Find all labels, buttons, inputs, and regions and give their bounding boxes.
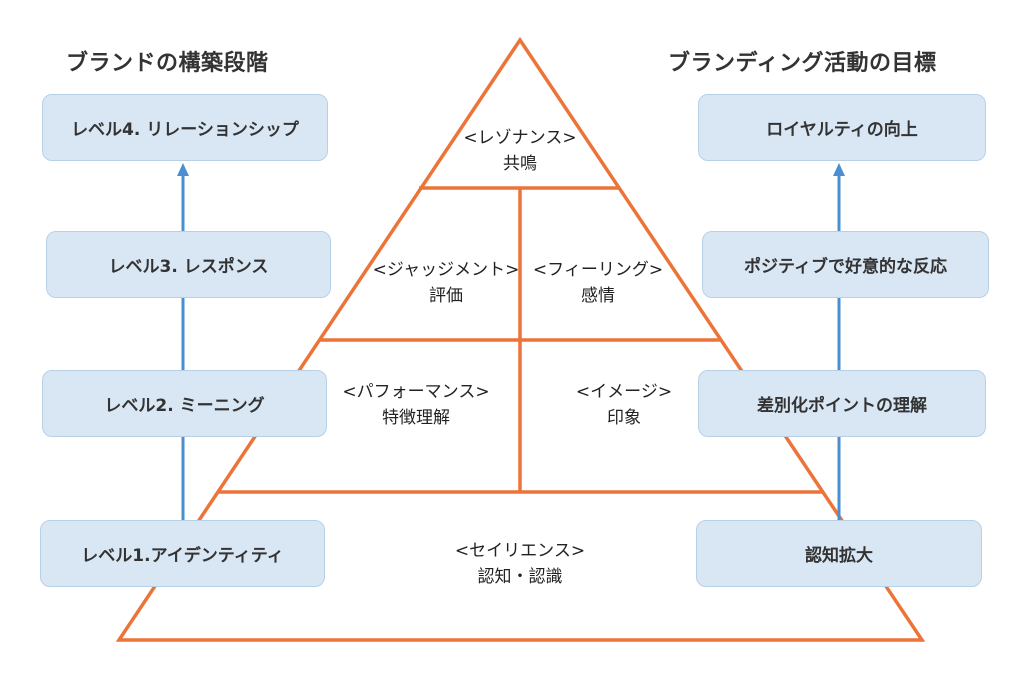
tier-feelings-label: <フィーリング> 感情 xyxy=(533,257,663,309)
tier-performance-title: <パフォーマンス> xyxy=(342,382,490,402)
tier-feelings-subtitle: 感情 xyxy=(581,286,615,306)
tier-salience-title: <セイリエンス> xyxy=(454,541,586,561)
tier-performance-subtitle: 特徴理解 xyxy=(382,408,450,428)
tier-judgment-label: <ジャッジメント> 評価 xyxy=(373,257,520,309)
right-arrowhead-icon xyxy=(833,163,845,176)
right-goal-differentiation-box: 差別化ポイントの理解 xyxy=(698,370,986,437)
tier-imagery-label: <イメージ> 印象 xyxy=(576,379,672,431)
left-level-4-box: レベル4. リレーションシップ xyxy=(42,94,328,161)
tier-resonance-label: <レゾナンス> 共鳴 xyxy=(463,125,576,177)
tier-judgment-subtitle: 評価 xyxy=(428,286,463,306)
tier-performance-label: <パフォーマンス> 特徴理解 xyxy=(342,379,489,431)
right-heading: ブランディング活動の目標 xyxy=(668,51,937,76)
tier-salience-label: <セイリエンス> 認知・認識 xyxy=(455,538,585,590)
tier-judgment-title: <ジャッジメント> xyxy=(372,260,520,280)
right-goal-loyalty-box: ロイヤルティの向上 xyxy=(698,94,986,161)
left-heading: ブランドの構築段階 xyxy=(66,51,269,76)
left-level-1-box: レベル1.アイデンティティ xyxy=(40,520,325,587)
right-goal-awareness-box: 認知拡大 xyxy=(696,520,982,587)
tier-resonance-subtitle: 共鳴 xyxy=(503,154,537,174)
tier-salience-subtitle: 認知・認識 xyxy=(477,567,563,587)
right-goal-positive-response-box: ポジティブで好意的な反応 xyxy=(702,231,989,298)
tier-feelings-title: <フィーリング> xyxy=(532,260,664,280)
left-level-2-box: レベル2. ミーニング xyxy=(42,370,327,437)
tier-resonance-title: <レゾナンス> xyxy=(463,128,577,148)
tier-imagery-title: <イメージ> xyxy=(575,382,673,402)
tier-imagery-subtitle: 印象 xyxy=(607,408,641,428)
left-level-3-box: レベル3. レスポンス xyxy=(46,231,331,298)
left-arrowhead-icon xyxy=(177,163,189,176)
